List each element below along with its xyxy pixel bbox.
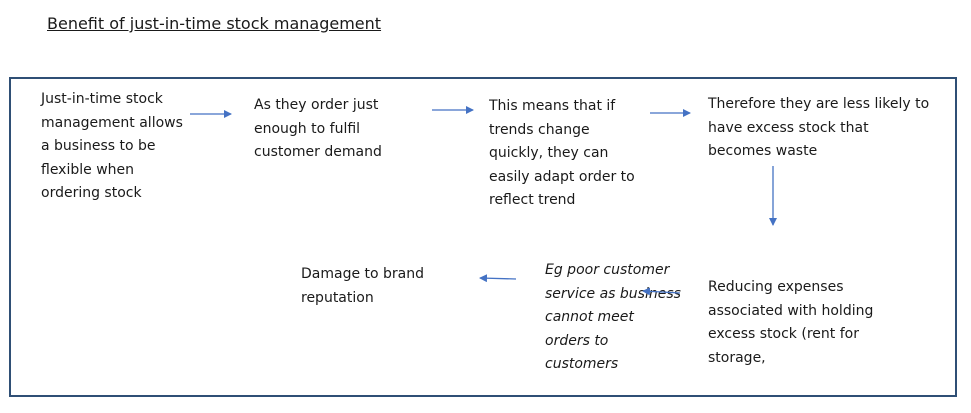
node-just-in-time: Just-in-time stock management allows a b… [41, 91, 183, 201]
node-order-enough: As they order just enough to fulfil cust… [254, 97, 382, 160]
node-reducing-expenses: Reducing expenses associated with holdin… [708, 279, 874, 366]
node-trends-change: This means that if trends change quickly… [489, 98, 635, 206]
node-less-excess-stock: Therefore they are less likely to have e… [708, 96, 930, 159]
arrow-5-to-6 [642, 287, 681, 296]
diagram-frame [9, 77, 957, 397]
arrow-6-to-7 [479, 274, 517, 283]
diagram-title: Benefit of just-in-time stock management [47, 14, 382, 33]
node-brand-damage: Damage to brand reputation [301, 266, 425, 306]
